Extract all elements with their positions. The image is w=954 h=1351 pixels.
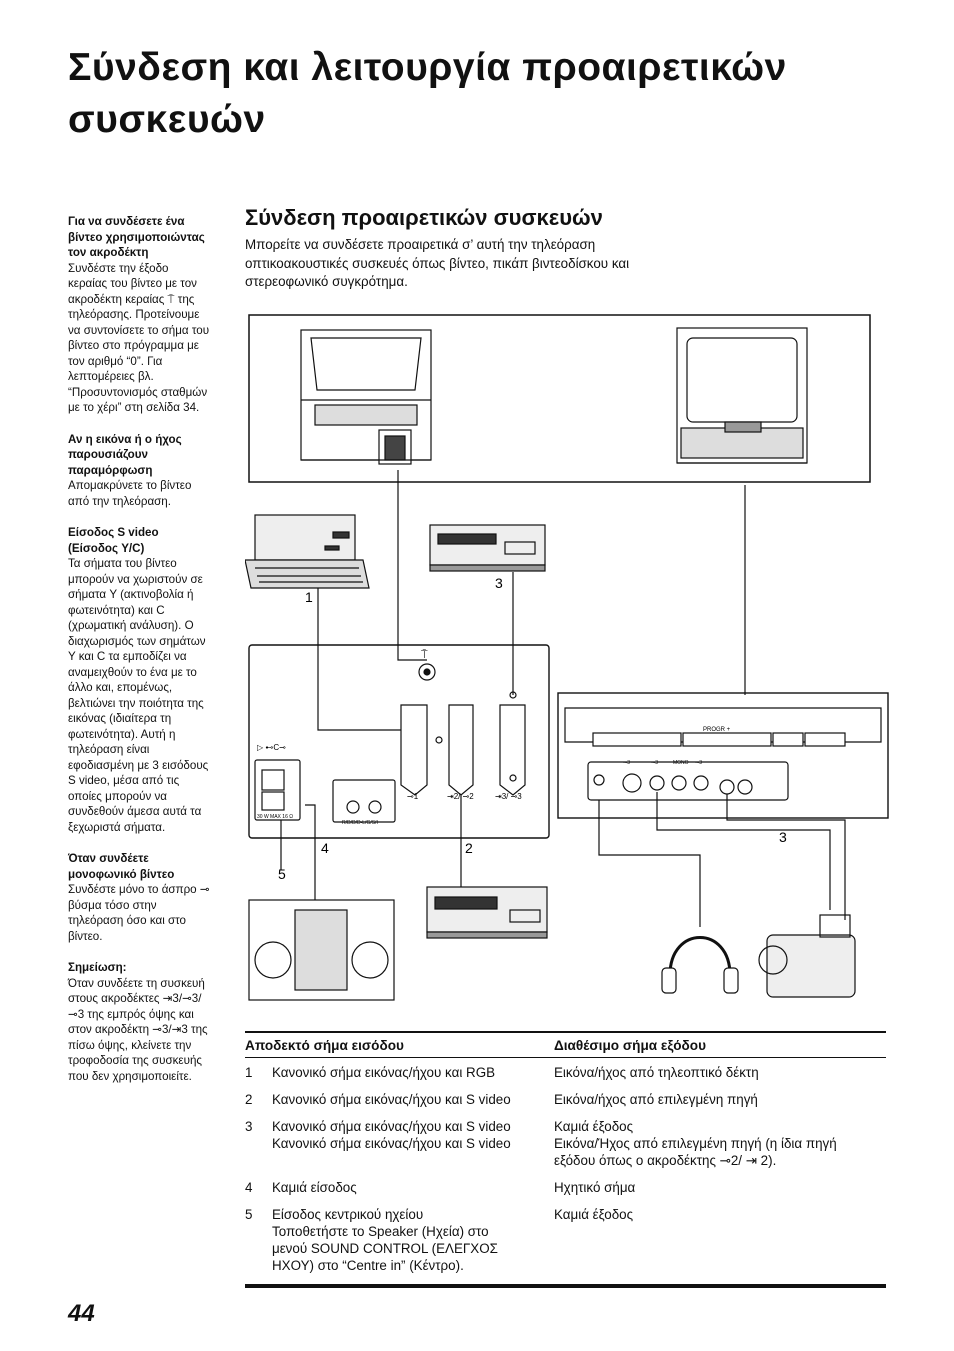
antenna-socket xyxy=(418,663,436,681)
input-line: ΗΧΟΥ) στο “Centre in” (Κέντρο). xyxy=(272,1258,464,1273)
row-output: Ηχητικό σήμα xyxy=(554,1173,886,1200)
sidebar-notes: Για να συνδέσετε ένα βίντεο χρησιμοποιών… xyxy=(68,214,210,1100)
vcr-illustration-top xyxy=(429,524,546,572)
note-vcr-antenna: Για να συνδέσετε ένα βίντεο χρησιμοποιών… xyxy=(68,214,210,416)
tv-front-illustration xyxy=(676,327,808,464)
rear-connection-panel xyxy=(248,644,550,839)
callout-3-top: 3 xyxy=(495,575,503,591)
row-input: Κανονικό σήμα εικόνας/ήχου και S video xyxy=(272,1085,554,1112)
scart-2 xyxy=(448,704,474,796)
note-distortion: Αν η εικόνα ή ο ήχος παρουσιάζουν παραμό… xyxy=(68,432,210,510)
scart-3-label: ⇥3/ ⊸3 xyxy=(495,792,522,801)
note-heading: Για να συνδέσετε ένα βίντεο χρησιμοποιών… xyxy=(68,215,205,259)
speaker-spec-label: 30 W MAX 16 Ω xyxy=(257,814,293,820)
input-line: Καμιά είσοδος xyxy=(272,1180,357,1195)
antenna-label: ⍑ xyxy=(421,649,428,661)
callout-5: 5 xyxy=(278,866,286,882)
note-remark: Σημείωση: Όταν συνδέετε τη συσκευή στους… xyxy=(68,960,210,1084)
page-title-line2: συσκευών xyxy=(68,98,266,141)
connection-diagram: 1 3 4 2 5 3 ⍑ ▷ ⊷C⊸ 30 W MAX 16 Ω R/D/D/… xyxy=(245,314,889,1001)
table-row: 2 Κανονικό σήμα εικόνας/ήχου και S video… xyxy=(245,1085,886,1112)
scart-2-label: ⇥2/ ⊸2 xyxy=(447,792,474,801)
table-row: 1 Κανονικό σήμα εικόνας/ήχου και RGB Εικ… xyxy=(245,1058,886,1086)
computer-illustration xyxy=(245,514,370,589)
table-row: 5 Είσοδος κεντρικού ηχείου Τοποθετήστε τ… xyxy=(245,1200,886,1286)
input-line: Τοποθετήστε το Speaker (Ηχεία) στο xyxy=(272,1224,489,1239)
vcr-illustration-bottom xyxy=(426,886,548,939)
note-heading: Όταν συνδέετε μονοφωνικό βίντεο xyxy=(68,852,175,881)
stereo-system-illustration xyxy=(248,899,395,1001)
note-heading: Σημείωση: xyxy=(68,961,127,974)
scart-1 xyxy=(400,704,428,796)
callout-2: 2 xyxy=(465,840,473,856)
output-line: Εικόνα/ήχος από επιλεγμένη πηγή xyxy=(554,1092,758,1107)
row-input: Καμιά είσοδος xyxy=(272,1173,554,1200)
front-jack-label-3: ⊸3 xyxy=(695,760,702,766)
note-heading: Αν η εικόνα ή ο ήχος παρουσιάζουν παραμό… xyxy=(68,432,182,477)
note-text: Απομακρύνετε το βίντεο από την τηλεόραση… xyxy=(68,479,192,508)
speaker-terminal xyxy=(254,759,301,821)
table-header-row: Αποδεκτό σήμα εισόδου Διαθέσιμο σήμα εξό… xyxy=(245,1032,886,1058)
page-title-line1: Σύνδεση και λειτουργία προαιρετικών xyxy=(68,46,787,89)
output-line: Εικόνα/ήχος από τηλεοπτικό δέκτη xyxy=(554,1065,759,1080)
note-heading: Είσοδος S video (Είσοδος Y/C) xyxy=(68,526,159,555)
section-intro: Μπορείτε να συνδέσετε προαιρετικά σ’ αυτ… xyxy=(245,237,630,289)
progr-label: PROGR + xyxy=(703,727,731,733)
note-text: Συνδέστε την έξοδο κεραίας του βίντεο με… xyxy=(68,261,210,415)
note-text: Όταν συνδέετε τη συσκευή στους ακροδέκτε… xyxy=(68,976,208,1083)
headphones-illustration xyxy=(668,936,732,976)
output-line: Εικόνα/Ήχος από επιλεγμένη πηγή (η ίδια … xyxy=(554,1136,837,1151)
row-number: 4 xyxy=(245,1180,253,1195)
audio-out-label: R/D/D/D-L/G/S/I xyxy=(342,820,378,826)
row-output: Εικόνα/ήχος από τηλεοπτικό δέκτη xyxy=(554,1058,886,1086)
note-s-video: Είσοδος S video (Είσοδος Y/C) Τα σήματα … xyxy=(68,525,210,835)
input-line: Κανονικό σήμα εικόνας/ήχου και RGB xyxy=(272,1065,496,1080)
row-output: Εικόνα/ήχος από επιλεγμένη πηγή xyxy=(554,1085,886,1112)
output-line: Ηχητικό σήμα xyxy=(554,1180,636,1195)
header-output: Διαθέσιμο σήμα εξόδου xyxy=(554,1032,886,1058)
callout-1: 1 xyxy=(305,589,313,605)
header-input: Αποδεκτό σήμα εισόδου xyxy=(245,1032,554,1058)
output-line: εξόδου όπως ο ακροδέκτης ⊸2/ ⇥ 2). xyxy=(554,1153,777,1168)
tv-frame xyxy=(248,314,871,483)
row-number: 3 xyxy=(245,1119,253,1134)
callout-4: 4 xyxy=(321,840,329,856)
front-jack-label-2: ⊸3 xyxy=(651,760,658,766)
front-jack-label-1: ⊸3 xyxy=(623,760,630,766)
callout-3-bottom: 3 xyxy=(779,829,787,845)
row-number: 5 xyxy=(245,1207,253,1222)
front-connection-panel xyxy=(557,692,889,819)
row-input: Κανονικό σήμα εικόνας/ήχου και RGB xyxy=(272,1058,554,1086)
row-output: Καμιά έξοδος Εικόνα/Ήχος από επιλεγμένη … xyxy=(554,1112,886,1173)
audio-out-jacks xyxy=(332,779,396,823)
page-title: Σύνδεση και λειτουργία προαιρετικών συσκ… xyxy=(68,42,888,146)
input-line: Κανονικό σήμα εικόνας/ήχου και S video xyxy=(272,1136,511,1151)
note-text: Συνδέστε μόνο το άσπρο ⊸ βύσμα τόσο στην… xyxy=(68,883,210,943)
camcorder-illustration xyxy=(758,914,856,998)
mono-label: MONO xyxy=(673,760,689,766)
note-mono-vcr: Όταν συνδέετε μονοφωνικό βίντεο Συνδέστε… xyxy=(68,851,210,944)
section-title: Σύνδεση προαιρετικών συσκευών xyxy=(245,205,603,230)
page-number: 44 xyxy=(68,1300,95,1327)
input-line: Κανονικό σήμα εικόνας/ήχου και S video xyxy=(272,1119,511,1134)
scart-1-label: ⊸1 xyxy=(407,792,419,801)
row-input: Κανονικό σήμα εικόνας/ήχου και S video Κ… xyxy=(272,1112,554,1173)
note-text: Τα σήματα του βίντεο μπορούν να χωριστού… xyxy=(68,557,209,834)
output-line: Καμιά έξοδος xyxy=(554,1207,634,1222)
output-line: Καμιά έξοδος xyxy=(554,1119,634,1134)
row-number: 1 xyxy=(245,1065,253,1080)
row-number: 2 xyxy=(245,1092,253,1107)
signal-table: Αποδεκτό σήμα εισόδου Διαθέσιμο σήμα εξό… xyxy=(245,1031,886,1288)
tv-rear-illustration xyxy=(300,329,432,465)
input-line: Κανονικό σήμα εικόνας/ήχου και S video xyxy=(272,1092,511,1107)
table-row: 3 Κανονικό σήμα εικόνας/ήχου και S video… xyxy=(245,1112,886,1173)
row-input: Είσοδος κεντρικού ηχείου Τοποθετήστε το … xyxy=(272,1200,554,1286)
table-row: 4 Καμιά είσοδος Ηχητικό σήμα xyxy=(245,1173,886,1200)
speaker-label: ▷ ⊷C⊸ xyxy=(257,743,286,752)
connection-cables xyxy=(280,470,846,927)
row-output: Καμιά έξοδος xyxy=(554,1200,886,1286)
input-line: μενού SOUND CONTROL (ΕΛΕΓΧΟΣ xyxy=(272,1241,498,1256)
input-line: Είσοδος κεντρικού ηχείου xyxy=(272,1207,424,1222)
scart-3 xyxy=(499,704,526,796)
